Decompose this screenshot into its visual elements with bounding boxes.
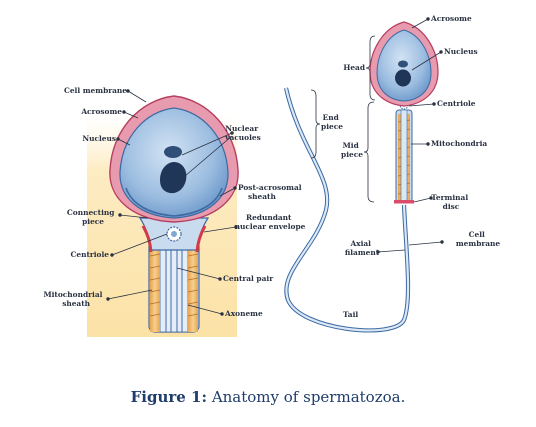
label-head: Head bbox=[343, 63, 365, 72]
leader-lines-left bbox=[106, 89, 238, 316]
label-post-acrosomal-sheath: Post-acrosomal sheath bbox=[238, 183, 304, 201]
label-axoneme: Axoneme bbox=[224, 309, 263, 318]
whole-sperm-illustration: Acrosome Nucleus Head End piece Centriol… bbox=[283, 14, 501, 333]
mitochondrial-sheath-shape bbox=[149, 245, 199, 332]
label-cell-membrane-left: Cell membrane bbox=[64, 86, 127, 95]
connecting-piece-shape bbox=[138, 217, 210, 253]
label-acrosome-right: Acrosome bbox=[430, 14, 472, 23]
label-nucleus-left: Nucleus bbox=[82, 134, 116, 143]
label-mitochondrial-sheath: Mitochondrial sheath bbox=[43, 290, 105, 308]
tail-shape bbox=[283, 87, 411, 333]
label-central-pair: Central pair bbox=[223, 274, 273, 283]
label-mid-piece: Mid piece bbox=[341, 141, 363, 159]
label-redundant-nuclear-envelope: Redundant nuclear envelope bbox=[235, 213, 306, 231]
label-centriole-right: Centriole bbox=[437, 99, 476, 108]
leader-lines-right bbox=[376, 17, 444, 254]
label-mitochondria: Mitochondria bbox=[431, 139, 487, 148]
label-nuclear-vacuoles: Nuclear vacuoles bbox=[224, 124, 261, 142]
sperm-head-shape bbox=[109, 95, 239, 223]
label-connecting-piece: Connecting piece bbox=[67, 208, 117, 226]
label-terminal-disc: Terminal disc bbox=[431, 193, 470, 211]
detail-illustration: Cell membrane Acrosome Nucleus Nuclear v… bbox=[43, 86, 306, 337]
label-acrosome-left: Acrosome bbox=[80, 107, 122, 116]
label-axial-filament: Axial filament bbox=[345, 239, 380, 257]
label-nucleus-right: Nucleus bbox=[444, 47, 478, 56]
whole-head-shape bbox=[369, 21, 439, 107]
brackets bbox=[310, 35, 376, 203]
caption-number: Figure 1: bbox=[130, 388, 208, 406]
axoneme-shape bbox=[148, 239, 200, 333]
midpiece-shape bbox=[394, 100, 414, 204]
label-centriole-left: Centriole bbox=[70, 250, 109, 259]
label-end-piece: End piece bbox=[321, 113, 343, 131]
label-tail: Tail bbox=[343, 310, 358, 319]
label-cell-membrane-right: Cell membrane bbox=[456, 230, 501, 248]
figure-caption: Figure 1: Anatomy of spermatozoa. bbox=[0, 388, 536, 406]
caption-text: Anatomy of spermatozoa. bbox=[211, 388, 406, 406]
